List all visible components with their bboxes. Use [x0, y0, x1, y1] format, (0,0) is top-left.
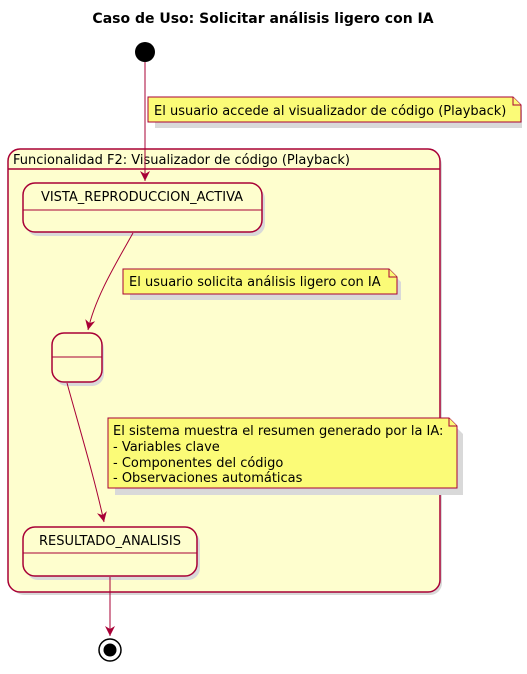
state-vista-reproduccion-activa: VISTA_REPRODUCCION_ACTIVA [22, 182, 265, 236]
transition-unnamed-to-resultado [66, 382, 107, 523]
transition-vista-to-unnamed [85, 232, 134, 331]
note-system-summary: El sistema muestra el resumen generado p… [107, 417, 463, 495]
note-access-playback: El usuario accede al visualizador de cód… [147, 96, 522, 128]
state-unnamed [51, 332, 104, 386]
note-summary-line-3: - Componentes del código [113, 456, 283, 471]
composite-state-label: Funcionalidad F2: Visualizador de código… [13, 153, 350, 168]
note-request-analysis-text: El usuario solicita análisis ligero con … [129, 275, 381, 290]
final-state [98, 638, 122, 662]
state-resultado-label: RESULTADO_ANALISIS [39, 534, 181, 549]
state-vista-label: VISTA_REPRODUCCION_ACTIVA [41, 190, 243, 205]
note-summary-line-2: - Variables clave [113, 440, 220, 455]
diagram-title: Caso de Uso: Solicitar análisis ligero c… [92, 11, 433, 27]
note-request-analysis: El usuario solicita análisis ligero con … [122, 268, 401, 300]
state-resultado-analisis: RESULTADO_ANALISIS [22, 526, 200, 580]
note-summary-line-1: El sistema muestra el resumen generado p… [113, 424, 443, 439]
initial-state [135, 42, 155, 62]
note-access-playback-text: El usuario accede al visualizador de cód… [154, 104, 506, 119]
note-summary-line-4: - Observaciones automáticas [113, 471, 303, 486]
